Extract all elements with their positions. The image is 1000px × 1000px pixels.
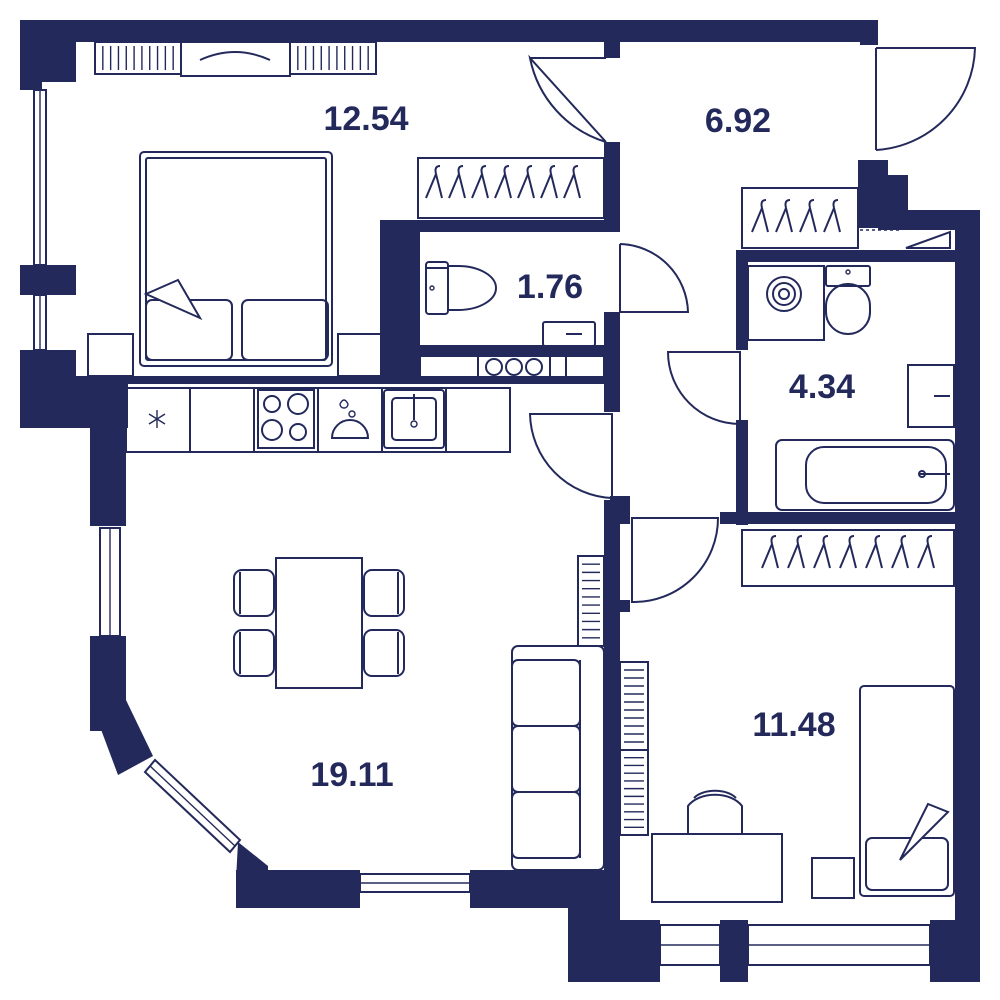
chair [363,569,405,617]
pillow [865,837,949,891]
wardrobe-2 [741,529,955,587]
hanger [917,535,935,569]
hanger [448,165,466,199]
area-label-bathroom: 4.34 [789,368,855,406]
chair [233,629,275,677]
hanger [425,165,443,199]
area-label-bedroom: 12.54 [323,100,408,138]
nightstand [811,857,855,899]
bedroom-furniture [87,151,605,377]
nightstand [337,333,384,377]
hanger [751,199,769,233]
toilet-tank [825,265,871,287]
utility-shelf [419,355,605,381]
hanger [839,535,857,569]
hanger [761,535,779,569]
bath-washbasin [907,364,955,428]
hall-hangers [751,199,841,233]
room-labels: 12.54 6.92 1.76 4.34 19.11 11.48 [310,100,855,794]
single-bed [859,685,955,897]
hanger [471,165,489,199]
chair [363,629,405,677]
fridge-snowflake-icon [148,410,166,428]
sink [383,389,445,449]
kitchen-furniture [125,387,511,453]
blanket-corner [899,802,950,861]
chair [233,569,275,617]
hall-furniture [741,187,951,249]
dining-table [275,557,363,689]
hanger [517,165,535,199]
radiator-ribs [102,46,644,828]
desk [651,833,783,903]
area-label-bedroom-2: 11.48 [752,706,835,744]
dishwasher-icon [330,399,370,439]
hanger [563,165,581,199]
bathroom-fixtures [747,265,955,511]
area-label-wc: 1.76 [517,268,583,306]
hanger [891,535,909,569]
area-label-kitchen-living: 19.11 [310,756,393,794]
toilet-bowl [825,283,871,335]
hanger [787,535,805,569]
bathtub [775,439,955,511]
hanger [813,535,831,569]
bedroom-2-furniture [651,529,955,903]
pillow [241,299,329,361]
wardrobe [417,157,605,219]
windows [33,89,931,966]
hanger [823,199,841,233]
hanger [540,165,558,199]
washing-machine [747,265,825,341]
hanger [775,199,793,233]
area-label-hall: 6.92 [705,102,771,140]
cooktop [257,389,315,449]
sofa [511,645,605,871]
double-bed [139,151,333,367]
hanger [865,535,883,569]
wardrobe-hangers [425,165,581,199]
walls [20,20,980,982]
washbasin [542,321,596,347]
desk-chair [687,793,743,834]
wc-fixtures [419,261,605,381]
doors [528,47,977,604]
toilet [426,265,497,311]
wardrobe-2-hangers [761,535,935,569]
hanger [799,199,817,233]
radiators [94,41,649,836]
nightstand [87,333,134,377]
hanger [494,165,512,199]
hall-wardrobe [741,187,859,249]
blanket-corner [143,278,203,321]
dining-set [233,557,405,689]
